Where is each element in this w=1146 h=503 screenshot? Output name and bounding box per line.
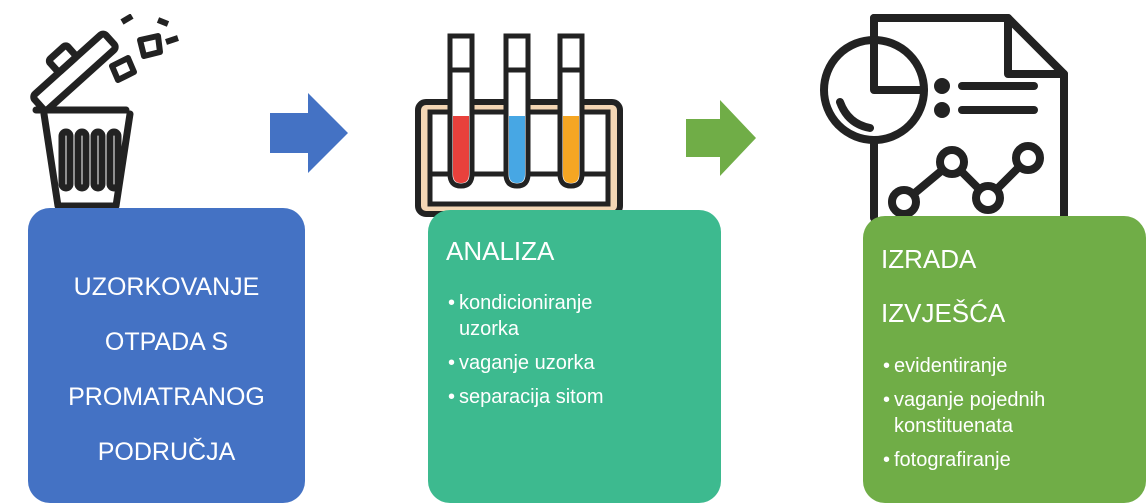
- step-3-title-line: IZRADA: [881, 244, 977, 274]
- step-1-line: OTPADA S: [104, 328, 229, 356]
- step-1-line: UZORKOVANJE: [73, 273, 260, 301]
- arrow-1-shape: [270, 93, 348, 173]
- step-box-analysis: ANALIZA kondicioniranje uzorka vaganje u…: [428, 210, 721, 503]
- trash-bin-icon: [30, 14, 179, 210]
- list-item: fotografiranje: [883, 447, 1138, 473]
- step-3-title-line: IZVJEŠĆA: [881, 298, 1006, 328]
- step-1-line: PROMATRANOG: [68, 383, 265, 411]
- step-1-line: PODRUČJA: [97, 438, 236, 466]
- step-box-sampling: UZORKOVANJE OTPADA S PROMATRANOG PODRUČJ…: [28, 208, 305, 503]
- list-item: kondicioniranje uzorka: [448, 290, 648, 342]
- step-box-report: IZRADA IZVJEŠĆA evidentiranje vaganje po…: [863, 216, 1146, 503]
- arrow-right-icon: [686, 100, 756, 176]
- list-item: separacija sitom: [448, 384, 648, 410]
- arrow-right-icon: [270, 93, 348, 173]
- list-item: evidentiranje: [883, 353, 1138, 379]
- list-item: vaganje uzorka: [448, 350, 648, 376]
- arrow-2-shape: [686, 100, 756, 176]
- step-2-title: ANALIZA: [446, 236, 555, 266]
- report-chart-icon: [820, 14, 1068, 222]
- list-item: vaganje pojednih konstituenata: [883, 387, 1138, 439]
- step-1-text: UZORKOVANJE OTPADA S PROMATRANOG PODRUČJ…: [28, 260, 305, 480]
- test-tubes-icon: [415, 33, 623, 217]
- step-2-bullets: kondicioniranje uzorka vaganje uzorka se…: [448, 290, 648, 418]
- step-3-bullets: evidentiranje vaganje pojednih konstitue…: [883, 353, 1138, 481]
